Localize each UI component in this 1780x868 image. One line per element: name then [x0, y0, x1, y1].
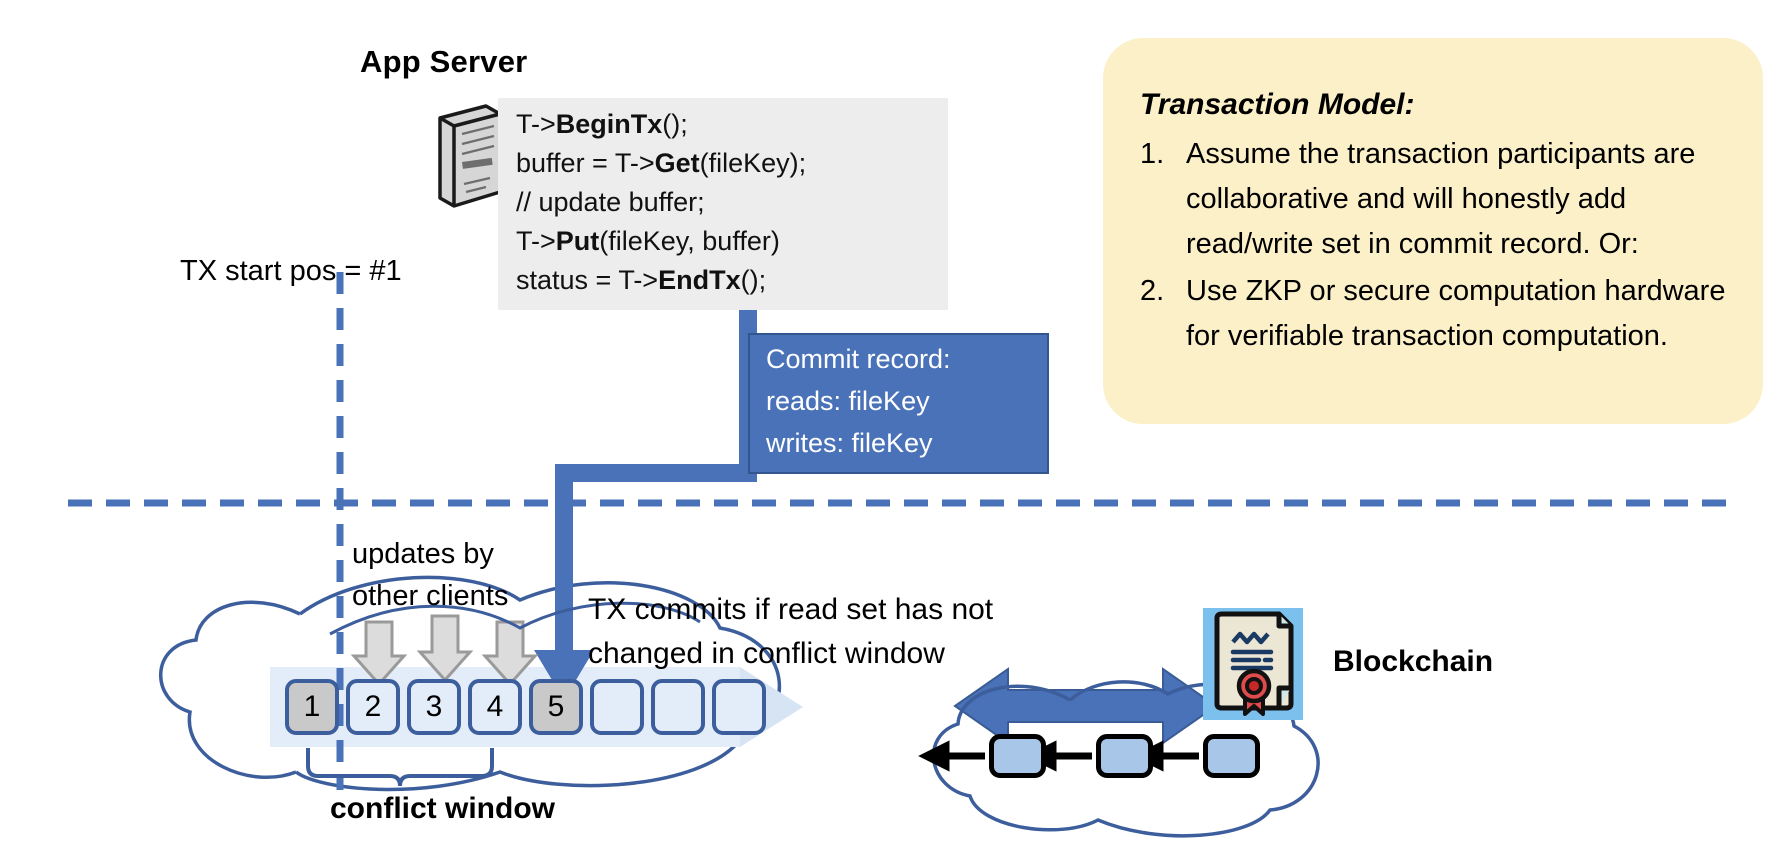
ledger-block-8	[712, 679, 766, 735]
transaction-model-list: 1. Assume the transaction participants ar…	[1140, 132, 1750, 361]
code-line-3: // update buffer;	[516, 187, 705, 217]
transaction-model-item-2: 2. Use ZKP or secure computation hardware…	[1140, 269, 1750, 359]
code-lines: T->BeginTx(); buffer = T->Get(fileKey); //…	[516, 105, 806, 300]
app-server-title: App Server	[360, 44, 528, 79]
tx-commits-label-line-1: TX commits if read set has not	[588, 593, 994, 626]
other-client-update-arrows	[350, 614, 539, 687]
transaction-model-item-text: Assume the transaction participants are …	[1186, 138, 1696, 260]
code-panel	[498, 98, 948, 310]
server-tower-icon	[438, 104, 502, 208]
blockchain-block-3	[989, 734, 1046, 778]
tx-start-pos-label: TX start pos = #1	[180, 255, 402, 287]
ledger-block-5: 5	[529, 679, 583, 735]
code-line-4: T->Put(fileKey, buffer)	[516, 226, 780, 256]
certificate-contract-icon	[1203, 608, 1303, 720]
transaction-model-item-number: 2.	[1140, 275, 1165, 307]
ledger-block-2: 2	[346, 679, 400, 735]
tx-commits-condition-label: TX commits if read set has not changed in…	[588, 588, 993, 676]
conflict-window-brace	[306, 748, 494, 787]
blockchain-label: Blockchain	[1333, 645, 1494, 678]
transaction-model-item-text: Use ZKP or secure computation hardware f…	[1186, 275, 1726, 352]
code-line-1: T->BeginTx();	[516, 109, 688, 139]
transaction-model-item-1: 1. Assume the transaction participants ar…	[1140, 132, 1750, 267]
transaction-model-item-number: 1.	[1140, 138, 1165, 170]
commit-record-reads: reads: fileKey	[766, 386, 930, 416]
updates-label-line-2: other clients	[352, 580, 509, 612]
conflict-window-label: conflict window	[330, 792, 555, 825]
code-line-5: status = T->EndTx();	[516, 265, 767, 295]
ledger-block-7	[651, 679, 705, 735]
updates-label-line-1: updates by	[352, 538, 494, 570]
commit-record-text: Commit record: reads: fileKey writes: fi…	[766, 338, 951, 464]
ledger-block-1: 1	[285, 679, 339, 735]
blockchain-link-arrows	[918, 740, 1199, 772]
update-swoosh-curve	[329, 601, 701, 636]
ledger-block-6	[590, 679, 644, 735]
commit-record-title: Commit record:	[766, 344, 951, 374]
updates-by-other-clients-label: updates by other clients	[352, 533, 508, 617]
blockchain-block-1	[1203, 734, 1260, 778]
sync-double-arrow	[953, 667, 1218, 745]
transaction-model-callout	[1103, 38, 1763, 424]
code-line-2: buffer = T->Get(fileKey);	[516, 148, 807, 178]
commit-record-writes: writes: fileKey	[766, 428, 933, 458]
tx-commits-label-line-2: changed in conflict window	[588, 637, 945, 670]
ledger-block-3: 3	[407, 679, 461, 735]
transaction-model-title: Transaction Model:	[1140, 88, 1415, 121]
commit-record-box	[748, 333, 1049, 474]
blockchain-block-2	[1096, 734, 1153, 778]
ledger-block-4: 4	[468, 679, 522, 735]
